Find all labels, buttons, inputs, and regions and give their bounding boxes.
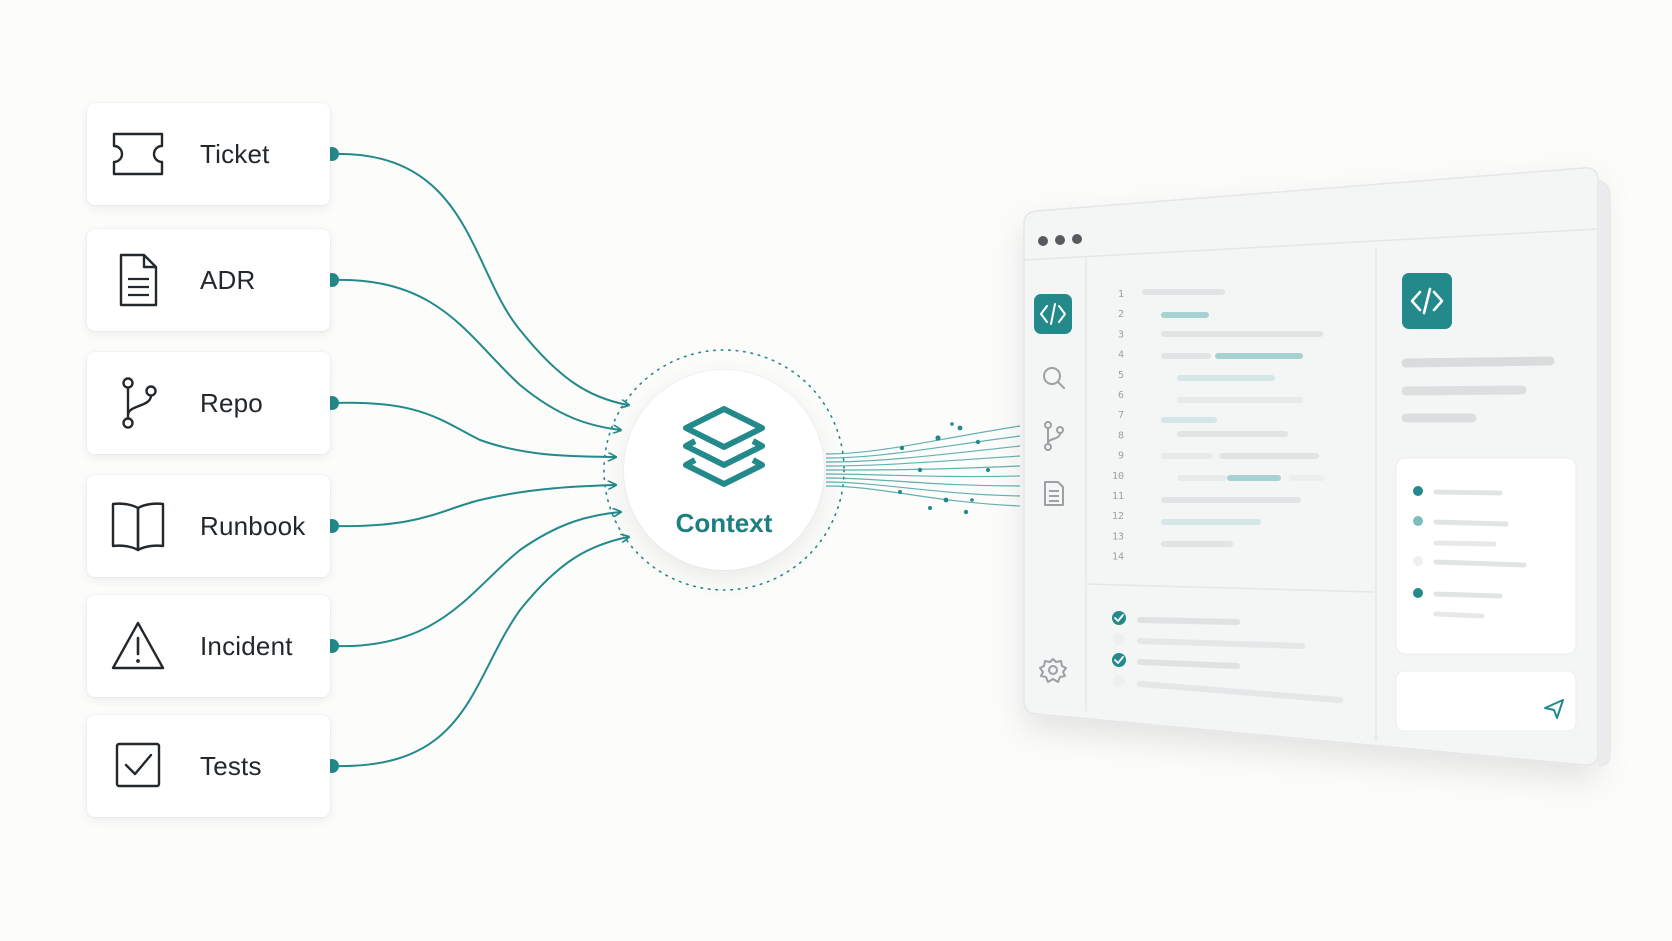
open-book-icon — [111, 502, 165, 552]
settings-gear-icon[interactable] — [1039, 658, 1067, 683]
source-label: Tests — [200, 751, 262, 781]
line-number: 11 — [1112, 491, 1124, 502]
assistant-card — [1395, 457, 1577, 655]
line-number: 1 — [1118, 289, 1124, 300]
connector-repo — [331, 401, 615, 457]
line-number: 14 — [1112, 552, 1124, 563]
assistant-bullets — [1413, 486, 1527, 619]
line-number: 9 — [1118, 451, 1124, 462]
line-number: 6 — [1118, 390, 1124, 401]
checkbox-icon — [115, 742, 161, 788]
connector-ticket — [331, 152, 628, 405]
connector-incident — [331, 512, 620, 648]
connector-tests — [331, 537, 628, 768]
line-number: 3 — [1118, 329, 1124, 340]
source-card-incident[interactable]: Incident — [87, 595, 330, 697]
code-lines — [1142, 289, 1325, 547]
connector-runbook — [331, 485, 615, 528]
warning-icon — [111, 621, 165, 670]
code-icon[interactable] — [1034, 294, 1072, 334]
source-label: Incident — [200, 631, 293, 661]
source-label: Runbook — [200, 511, 306, 541]
source-label: ADR — [200, 265, 256, 295]
task-list — [1112, 611, 1343, 703]
line-number: 8 — [1118, 430, 1124, 441]
source-card-runbook[interactable]: Runbook — [87, 475, 330, 577]
send-icon[interactable] — [1544, 699, 1564, 719]
source-card-ticket[interactable]: Ticket — [87, 103, 330, 205]
document-icon[interactable] — [1044, 481, 1064, 506]
line-number: 5 — [1118, 370, 1124, 381]
task-empty-icon[interactable] — [1113, 633, 1125, 645]
source-card-repo[interactable]: Repo — [87, 352, 330, 454]
data-particles — [898, 422, 990, 515]
message-input[interactable] — [1395, 670, 1577, 732]
window-controls[interactable] — [1038, 234, 1082, 246]
line-number: 13 — [1112, 531, 1124, 542]
git-branch-icon[interactable] — [1044, 421, 1064, 451]
stacked-layers-icon — [683, 406, 765, 487]
line-number: 2 — [1118, 309, 1124, 320]
editor-frame-edge — [1597, 179, 1611, 767]
code-icon[interactable] — [1402, 273, 1452, 329]
document-icon — [119, 253, 158, 307]
source-card-adr[interactable]: ADR — [87, 229, 330, 331]
source-card-tests[interactable]: Tests — [87, 715, 330, 817]
connector-adr — [331, 278, 620, 430]
task-check-icon[interactable] — [1112, 611, 1126, 625]
context-hub[interactable]: Context — [624, 370, 824, 570]
line-number: 12 — [1112, 511, 1124, 522]
search-icon[interactable] — [1043, 367, 1065, 389]
line-number: 4 — [1118, 350, 1124, 361]
hub-label: Context — [675, 508, 773, 538]
task-check-icon[interactable] — [1112, 653, 1126, 667]
source-label: Ticket — [200, 139, 270, 169]
data-stream — [825, 425, 1021, 507]
source-label: Repo — [200, 388, 263, 418]
line-number: 7 — [1118, 410, 1124, 421]
git-branch-icon — [122, 377, 157, 429]
line-number: 10 — [1112, 471, 1124, 482]
ticket-icon — [112, 132, 164, 176]
task-empty-icon[interactable] — [1113, 675, 1125, 687]
